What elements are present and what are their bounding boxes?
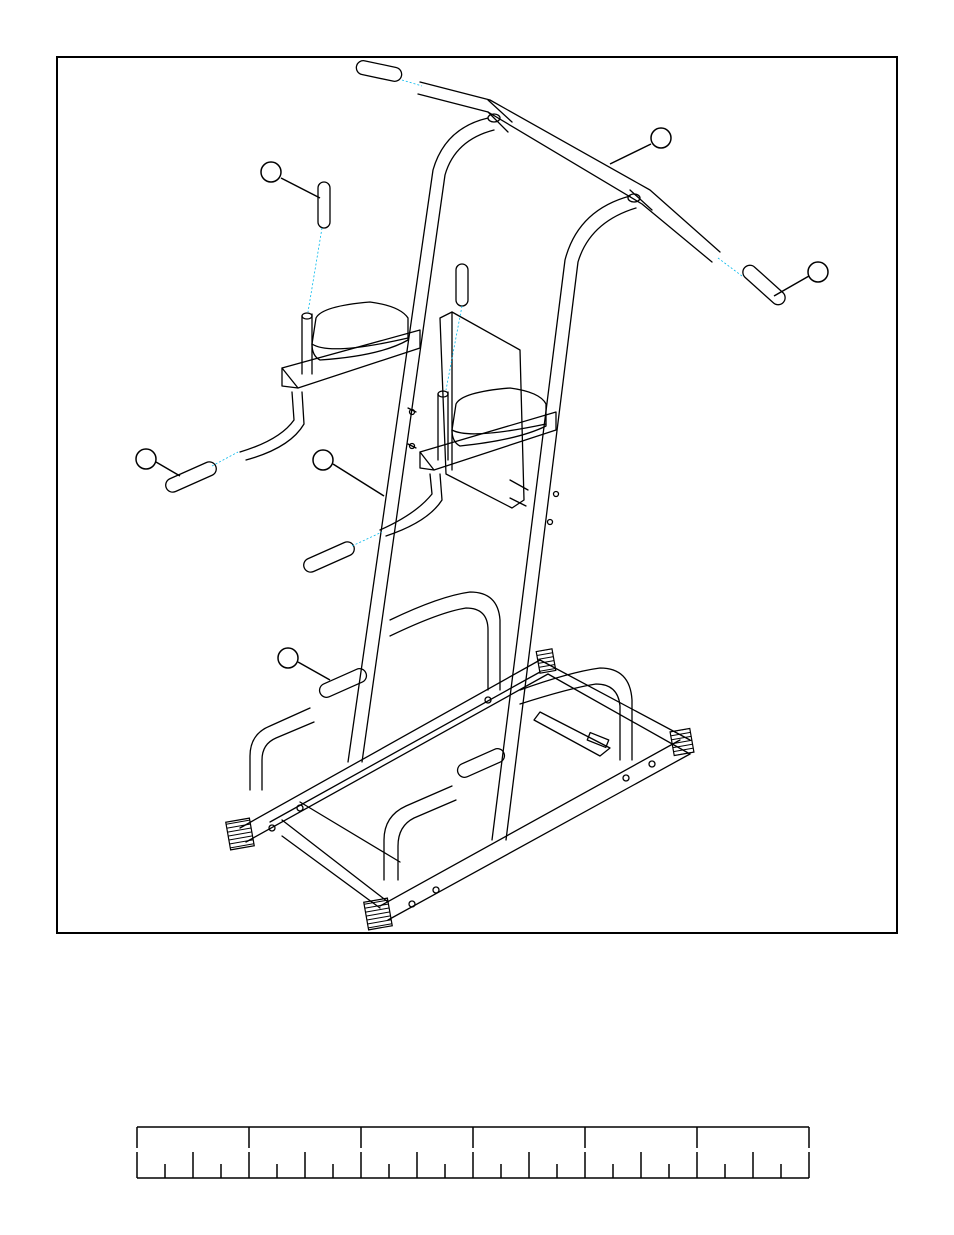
callout-top-left-grip <box>261 162 320 198</box>
measurement-ruler <box>137 1127 809 1178</box>
figure-border <box>57 57 897 933</box>
callout-left-dip-grip <box>136 449 180 476</box>
callout-lower-grip <box>278 648 330 680</box>
rubber-feet <box>226 649 694 930</box>
assembly-guide-lines <box>212 80 742 546</box>
power-tower-frame <box>163 59 788 920</box>
callouts <box>136 128 828 680</box>
callout-top-right-grip <box>774 262 828 296</box>
callout-right-dip-handle <box>313 450 384 496</box>
callout-top-bar <box>610 128 671 164</box>
